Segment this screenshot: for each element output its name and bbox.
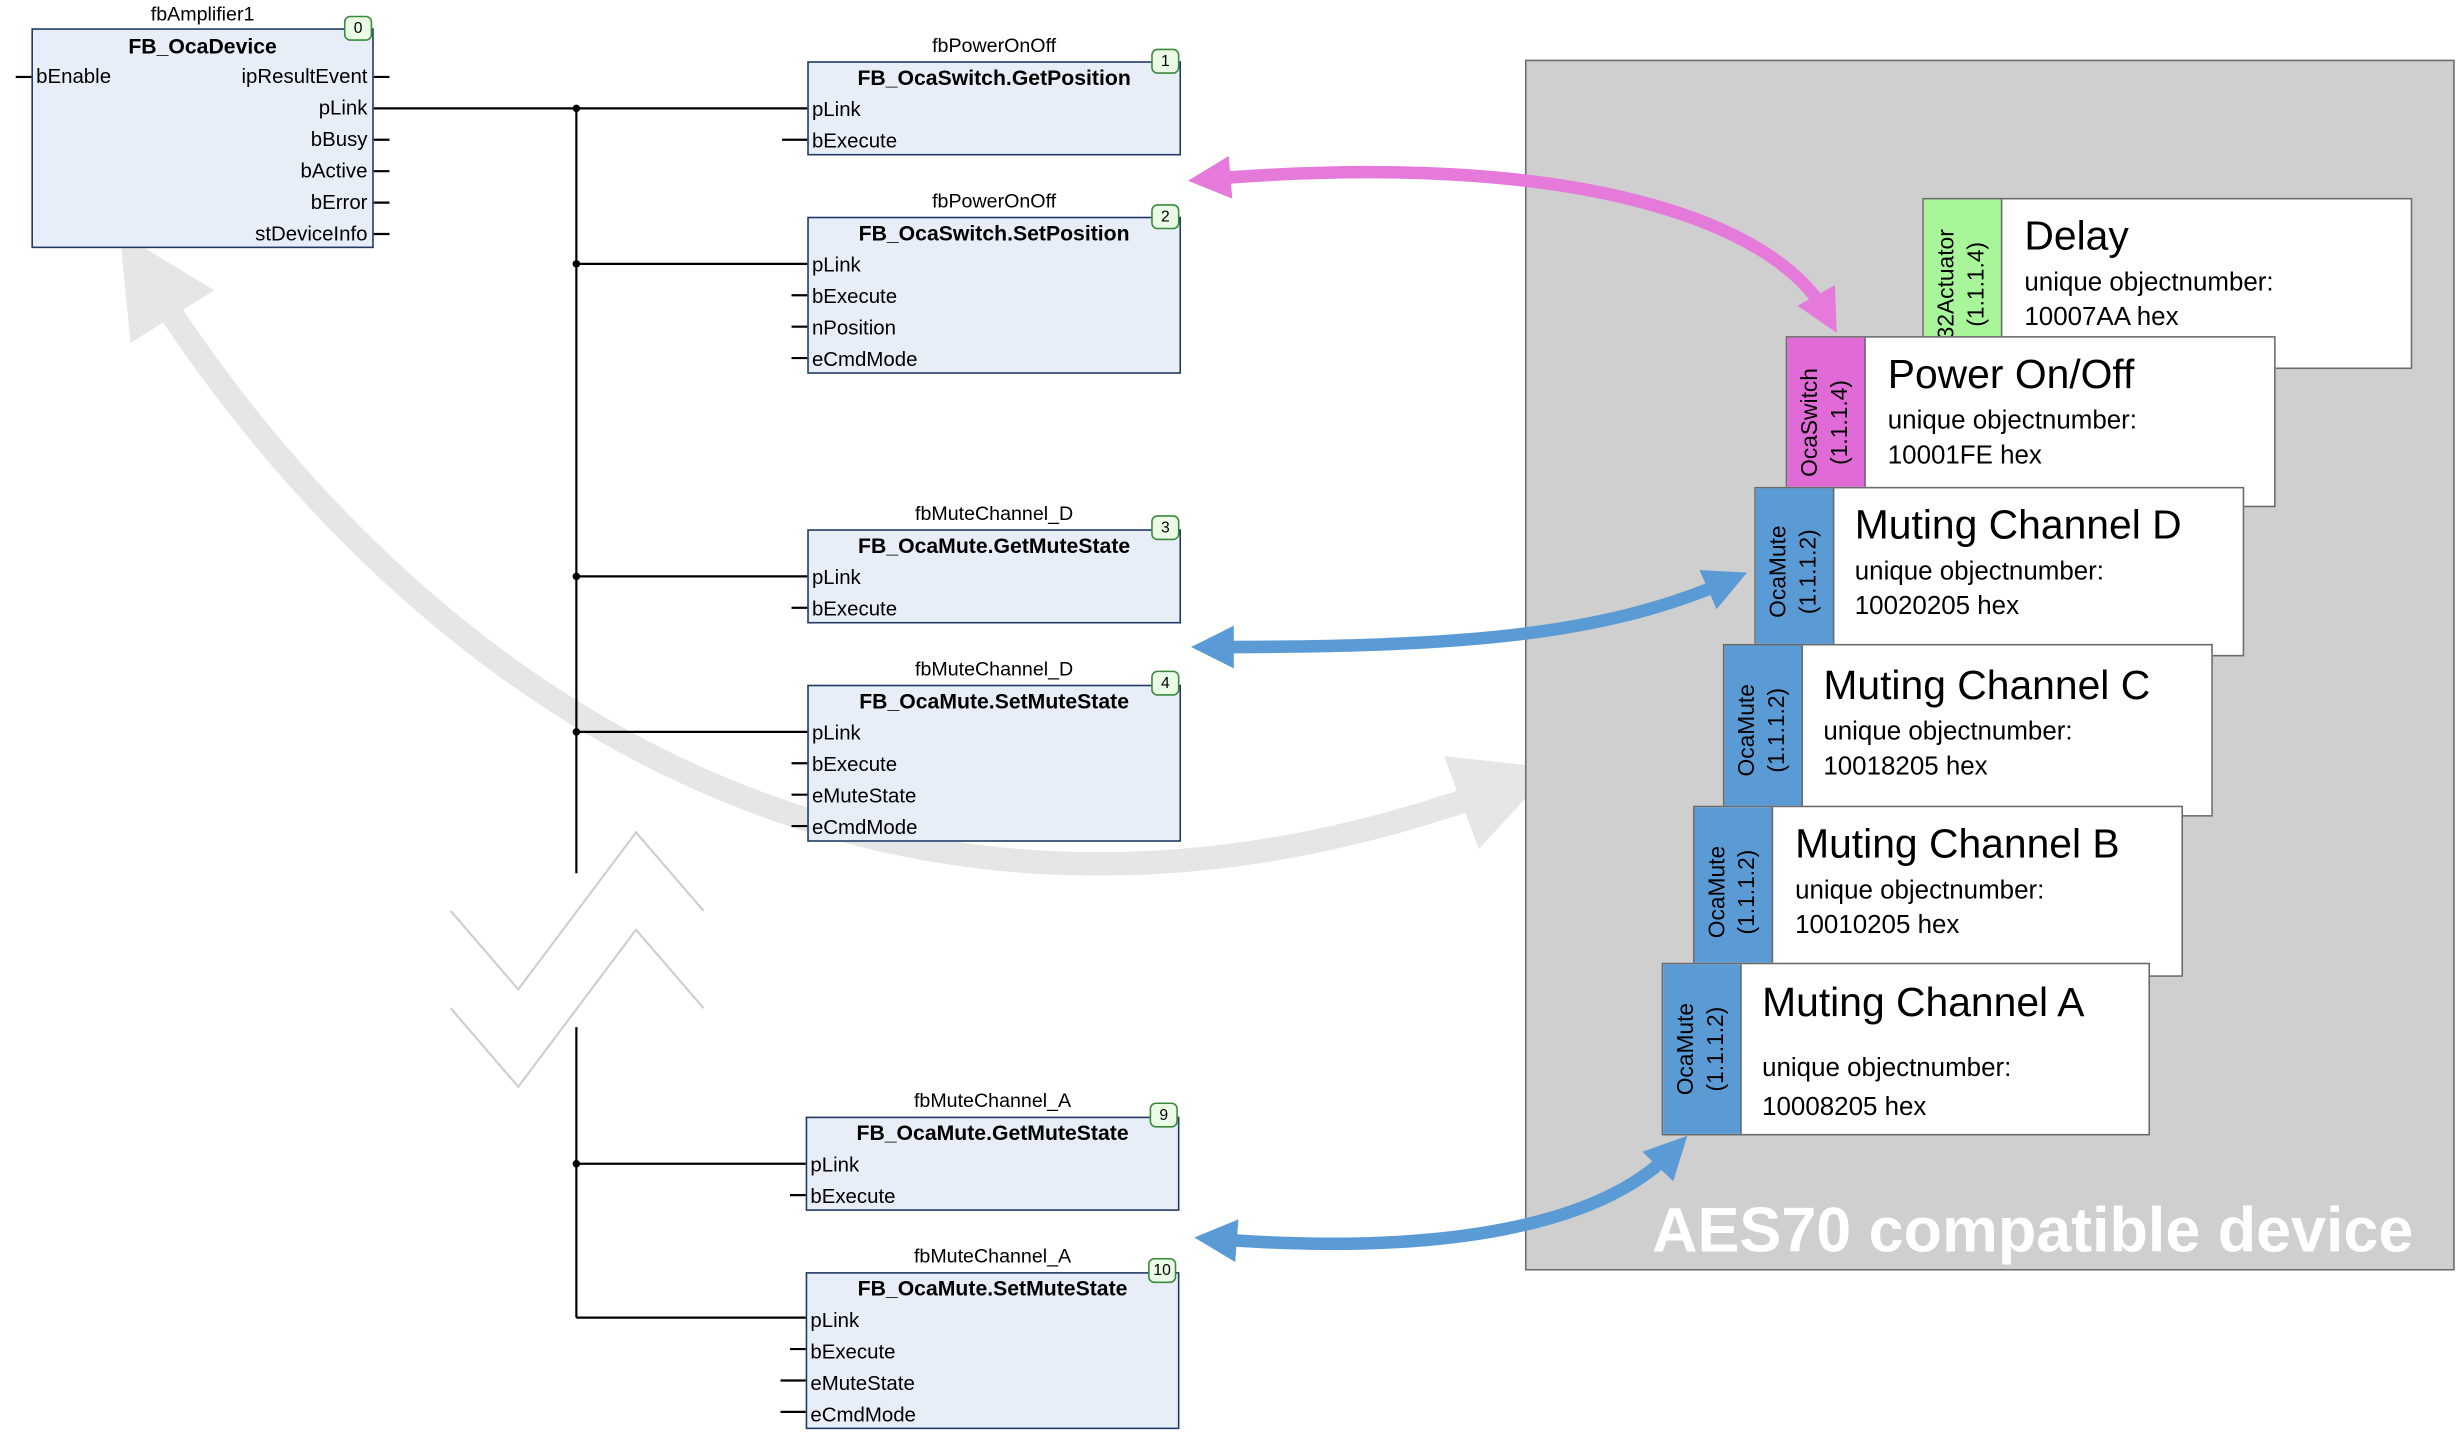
input-pin-label: bExecute — [811, 752, 898, 776]
object-number-label: unique objectnumber: — [1887, 406, 2137, 436]
object-number-label: unique objectnumber: — [2024, 268, 2274, 297]
object-number-label: unique objectnumber: — [1795, 876, 2045, 905]
fb-type-name: FB_OcaMute.SetMuteState — [857, 1276, 1128, 1301]
input-pin-label: pLink — [811, 720, 861, 745]
object-tag: OcaMute(1.1.1.2) — [1724, 645, 1803, 816]
mute-a-link-arrow — [1194, 1135, 1688, 1263]
fb-type-name: FB_OcaSwitch.GetPosition — [857, 65, 1131, 90]
input-pin-label: bEnable — [36, 64, 112, 88]
output-pin-label: bBusy — [310, 127, 368, 151]
power-link-arrow — [1187, 155, 1837, 333]
output-pin-label: pLink — [318, 95, 368, 120]
output-pin-label: ipResultEvent — [241, 64, 368, 88]
execution-order-badge: 0 — [343, 15, 373, 41]
fb-instance-name: fbMuteChannel_D — [914, 502, 1074, 525]
output-pin-label: bError — [310, 190, 368, 214]
object-mute-a: OcaMute(1.1.1.2) Muting Channel A unique… — [1661, 962, 2151, 1136]
input-pin-label: eCmdMode — [810, 1402, 916, 1427]
fb-instance-name: fbAmplifier1 — [150, 3, 255, 26]
object-number-value: 10007AA hex — [2024, 303, 2179, 332]
execution-order-badge: 9 — [1149, 1102, 1178, 1128]
fb-type-name: FB_OcaMute.GetMuteState — [856, 1121, 1129, 1145]
execution-order-badge: 2 — [1151, 204, 1180, 230]
break-mark — [449, 830, 705, 1089]
fb-instance-name: fbMuteChannel_A — [913, 1089, 1072, 1112]
mute-d-link-arrow — [1191, 570, 1748, 669]
object-tag: OcaSwitch(1.1.1.4) — [1787, 337, 1866, 506]
object-number-value: 10008205 hex — [1762, 1093, 1927, 1122]
object-mute-c: OcaMute(1.1.1.2) Muting Channel C unique… — [1722, 643, 2213, 817]
output-pin-label: stDeviceInfo — [255, 221, 368, 245]
input-pin-label: bExecute — [811, 128, 898, 153]
input-pin-label: eCmdMode — [811, 815, 918, 839]
object-title: Power On/Off — [1887, 350, 2135, 398]
execution-order-badge: 3 — [1151, 515, 1180, 541]
fb-ocadevice[interactable]: FB_OcaDevice bEnable ipResultEvent pLink… — [31, 28, 374, 249]
object-number-label: unique objectnumber: — [1823, 717, 2073, 746]
input-pin-label: bExecute — [810, 1184, 896, 1208]
object-mute-b: OcaMute(1.1.1.2) Muting Channel B unique… — [1692, 805, 2183, 977]
input-pin-label: pLink — [810, 1152, 860, 1177]
fb-switch-getposition[interactable]: FB_OcaSwitch.GetPosition pLink bExecute — [807, 61, 1182, 156]
execution-order-badge: 10 — [1148, 1257, 1177, 1284]
object-number-value: 10020205 hex — [1854, 592, 2020, 621]
object-number-value: 10018205 hex — [1823, 752, 1988, 781]
input-pin-label: eCmdMode — [811, 347, 918, 371]
input-pin-label: pLink — [810, 1308, 860, 1332]
object-tag: OcaMute(1.1.1.2) — [1663, 964, 1742, 1134]
input-pin-label: eMuteState — [810, 1371, 915, 1395]
object-title: Muting Channel C — [1823, 661, 2151, 709]
fb-instance-name: fbMuteChannel_D — [914, 658, 1074, 681]
object-title: Muting Channel B — [1795, 819, 2120, 867]
input-pin-label: bExecute — [810, 1339, 896, 1364]
object-title: Muting Channel D — [1854, 500, 2182, 549]
execution-order-badge: 1 — [1151, 48, 1180, 74]
input-pin-label: nPosition — [811, 315, 896, 340]
fb-type-name: FB_OcaMute.SetMuteState — [859, 689, 1130, 714]
fb-switch-setposition[interactable]: FB_OcaSwitch.SetPosition pLink bExecute … — [807, 216, 1182, 374]
object-number-label: unique objectnumber: — [1762, 1053, 2012, 1083]
fb-type-name: FB_OcaSwitch.SetPosition — [858, 221, 1130, 245]
wire-junctions — [572, 104, 581, 1168]
fb-mute-a-getmutestate[interactable]: FB_OcaMute.GetMuteState pLink bExecute — [805, 1116, 1180, 1211]
input-pin-label: bExecute — [811, 284, 898, 308]
fb-instance-name: fbPowerOnOff — [932, 34, 1057, 57]
object-number-value: 10010205 hex — [1795, 910, 1960, 940]
fb-type-name: FB_OcaDevice — [128, 34, 277, 59]
object-mute-d: OcaMute(1.1.1.2) Muting Channel D unique… — [1754, 486, 2245, 657]
object-power: OcaSwitch(1.1.1.4) Power On/Off unique o… — [1785, 336, 2276, 508]
device-label: AES70 compatible device — [1652, 1196, 2414, 1266]
fb-instance-name: fbMuteChannel_A — [913, 1245, 1072, 1268]
object-tag: OcaMute(1.1.1.2) — [1694, 807, 1774, 976]
input-pin-label: pLink — [811, 97, 861, 121]
object-number-label: unique objectnumber: — [1854, 557, 2105, 586]
object-number-value: 10001FE hex — [1887, 441, 2042, 470]
fb-mute-a-setmutestate[interactable]: FB_OcaMute.SetMuteState pLink bExecute e… — [805, 1272, 1180, 1430]
object-title: Muting Channel A — [1762, 978, 2085, 1026]
output-pin-label: bActive — [300, 158, 368, 183]
plink-wires — [15, 75, 808, 1413]
input-pin-label: eMuteState — [811, 783, 917, 808]
fb-mute-d-getmutestate[interactable]: FB_OcaMute.GetMuteState pLink bExecute — [807, 529, 1182, 624]
input-pin-label: bExecute — [811, 596, 898, 621]
object-tag: OcaMute(1.1.1.2) — [1755, 488, 1835, 655]
input-pin-label: pLink — [811, 252, 861, 277]
fb-mute-d-setmutestate[interactable]: FB_OcaMute.SetMuteState pLink bExecute e… — [807, 684, 1182, 842]
execution-order-badge: 4 — [1151, 670, 1180, 696]
fb-type-name: FB_OcaMute.GetMuteState — [858, 533, 1131, 558]
input-pin-label: pLink — [811, 565, 861, 589]
object-title: Delay — [2024, 212, 2129, 260]
device-link-arrow — [119, 232, 1555, 876]
fb-instance-name: fbPowerOnOff — [932, 190, 1057, 213]
